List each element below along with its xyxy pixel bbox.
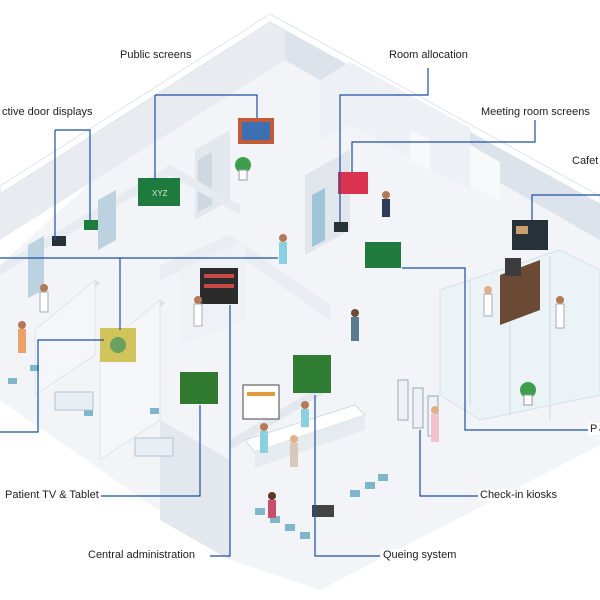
patient-tv-face: [110, 337, 126, 353]
label-room-allocation: Room allocation: [387, 49, 470, 61]
callout-lines: [0, 68, 600, 557]
wall-top-rim: [0, 13, 600, 205]
label-public-screens: Public screens: [118, 49, 194, 61]
patient-bed-1: [54, 391, 94, 411]
label-right-cut: P: [588, 423, 600, 435]
patient-bed-2: [134, 437, 174, 457]
label-cafeteria: Cafet: [570, 155, 600, 167]
plants: [235, 157, 536, 406]
waiting-chairs: [8, 365, 388, 539]
queue-screen-1-bar: [247, 392, 275, 396]
public-screen-green: [138, 178, 180, 206]
patient-room-screen: [180, 372, 218, 404]
label-patient-tv: Patient TV & Tablet: [3, 489, 101, 501]
label-central-administration: Central administration: [86, 549, 197, 561]
cafeteria-menu-screen: [512, 220, 548, 250]
cafe-counter: [500, 260, 540, 325]
cafeteria-glass: [439, 249, 600, 421]
door-display-2: [84, 220, 98, 230]
label-queuing-system: Queing system: [381, 549, 459, 561]
queue-screen-1: [242, 384, 280, 420]
admin-dashboard-bar-2: [204, 284, 234, 288]
admin-room-wall: [160, 235, 330, 320]
admin-dashboard-bar: [204, 274, 234, 278]
lounge-door: [198, 152, 212, 212]
room-allocation-screen: [334, 222, 348, 232]
public-screen-tv-inner: [242, 122, 270, 140]
meeting-room-door: [312, 188, 325, 247]
label-meeting-room-screens: Meeting room screens: [479, 106, 592, 118]
cafeteria-window: [470, 145, 500, 200]
left-room-door-2: [98, 190, 116, 250]
cafeteria-menu-item: [516, 226, 528, 234]
ward-front-wall: [160, 420, 230, 560]
wayfinding-screen: [365, 242, 401, 268]
label-checkin-kiosks: Check-in kiosks: [478, 489, 560, 501]
people: [18, 191, 565, 518]
label-door-displays: ctive door displays: [0, 106, 95, 118]
back-wall-left: [0, 20, 285, 240]
kiosk-1: [397, 379, 409, 421]
meeting-window: [410, 130, 430, 170]
queue-screen-2: [293, 355, 331, 393]
left-room-door-1: [28, 236, 44, 298]
door-display-1: [52, 236, 66, 246]
cafe-machine: [505, 258, 521, 276]
public-screen-text: XYZ: [152, 189, 168, 198]
meeting-room-wall: [320, 62, 470, 190]
kiosk-2: [412, 387, 424, 429]
meeting-room-screen: [338, 172, 368, 194]
patient-room-wall-a: [34, 278, 96, 396]
waiting-table: [312, 505, 334, 517]
reception-desk-front: [255, 415, 365, 468]
reception-wall: [230, 380, 330, 450]
